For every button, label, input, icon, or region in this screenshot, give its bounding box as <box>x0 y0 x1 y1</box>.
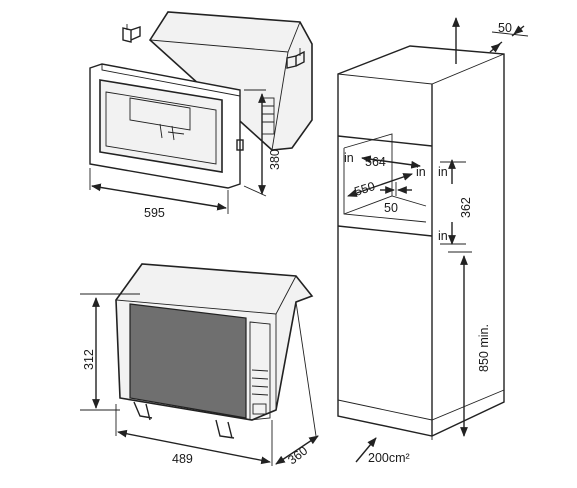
dimension-depth-360: 360 <box>285 443 310 467</box>
bracket-icon-left <box>122 24 141 43</box>
oven-niche <box>337 133 505 440</box>
bracket-icon-right <box>286 48 305 69</box>
label-in-3: in <box>438 165 448 179</box>
support-feet-right <box>215 419 235 439</box>
label-in-2: in <box>416 165 426 179</box>
built-in-oven-with-frame: 595 380 <box>89 11 313 220</box>
ventilation-area-label: 200cm² <box>368 451 410 465</box>
oven-body-rear <box>148 11 313 151</box>
dimension-rear-gap-50: 50 <box>384 201 398 215</box>
dimension-niche-depth-550: 550 <box>353 179 377 199</box>
trim-frame <box>89 63 244 189</box>
dimension-niche-width-564: 564 <box>365 155 386 169</box>
freestanding-oven: 312 489 360 <box>80 263 319 467</box>
dimension-width-489: 489 <box>172 452 193 466</box>
dimension-height-312: 312 <box>82 349 96 370</box>
kitchen-cabinet: 50 in 564 in 550 50 in in 362 850 min. 2… <box>337 17 529 465</box>
oven-door-glass <box>129 303 247 419</box>
dimension-width-595: 595 <box>144 206 165 220</box>
control-panel <box>249 321 271 421</box>
dimension-base-height-850: 850 min. <box>477 324 491 372</box>
label-in-1: in <box>344 151 354 165</box>
dimension-height-380: 380 <box>268 149 282 170</box>
support-feet-left <box>133 401 153 421</box>
dimension-top-gap-50: 50 <box>498 21 512 35</box>
dimension-niche-height-362: 362 <box>459 197 473 218</box>
label-in-4: in <box>438 229 448 243</box>
